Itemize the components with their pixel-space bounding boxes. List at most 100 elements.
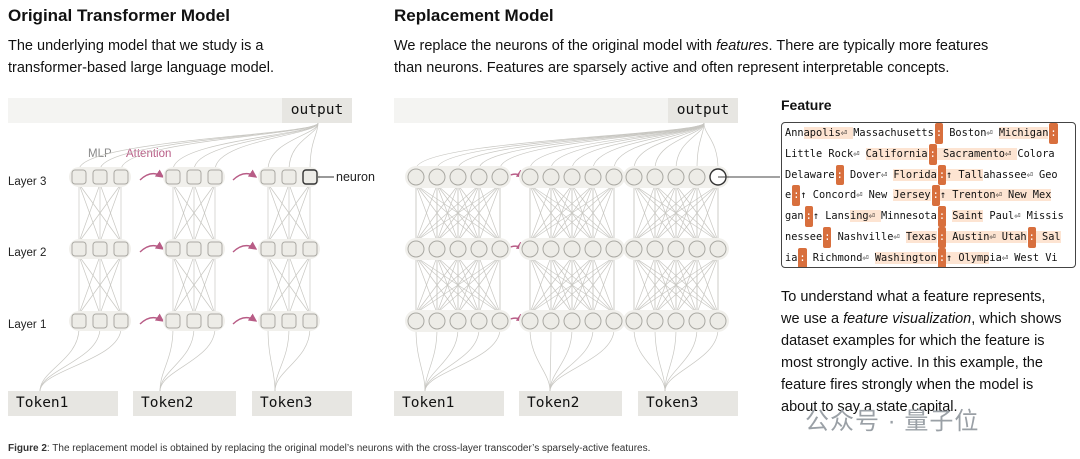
neuron-square: [113, 169, 129, 185]
right-connection: [633, 256, 656, 314]
feature-circle: [470, 240, 488, 258]
neuron-square: [260, 169, 276, 185]
replacement-desc-line2: than neurons. Features are sparsely acti…: [394, 60, 950, 76]
token-text: Minnesota: [881, 210, 937, 223]
right-connection: [529, 256, 594, 314]
feature-circle: [521, 168, 539, 186]
neuron-square: [281, 313, 297, 329]
right-token-connection: [424, 328, 501, 392]
right-connection: [529, 184, 552, 242]
feature-circle: [407, 168, 425, 186]
feature-circle: [407, 240, 425, 258]
right-output-connection: [550, 122, 705, 170]
attention-arrow: [139, 241, 165, 253]
right-output-connection: [703, 122, 719, 170]
caption-text: : The replacement model is obtained by r…: [46, 443, 651, 454]
right-connection: [436, 256, 501, 314]
left-output-box: output: [282, 98, 352, 123]
left-connection: [172, 255, 216, 315]
left-output-connection: [120, 122, 319, 171]
neuron-square: [302, 241, 318, 257]
layer-label-2: Layer 2: [8, 247, 47, 259]
explain-line2-b: , which shows: [971, 311, 1062, 327]
right-connection: [478, 256, 501, 314]
caption-bold: Figure 2: [8, 443, 47, 454]
highlighted-token: Sal: [1035, 230, 1061, 243]
feature-circle: [709, 312, 727, 330]
right-output-connection: [592, 122, 705, 170]
highlighted-token: California: [865, 147, 928, 160]
right-connection: [415, 184, 438, 242]
explain-line1: To understand what a feature represents,: [781, 289, 1046, 305]
activation-marker: :: [937, 164, 947, 186]
token-text: nessee: [785, 230, 823, 243]
neuron-square: [165, 169, 181, 185]
original-model-title: Original Transformer Model: [8, 6, 230, 25]
left-connection: [78, 255, 101, 315]
right-connection: [529, 184, 594, 242]
token-text: Richmond⏎: [806, 251, 875, 264]
replacement-model-desc: We replace the neurons of the original m…: [394, 35, 988, 79]
feature-circle: [625, 312, 643, 330]
right-connection: [633, 184, 656, 242]
token-text: Boston⏎: [943, 127, 999, 139]
right-output-box: output: [668, 98, 738, 123]
left-connections: [39, 122, 319, 392]
right-token-3: Token3: [638, 391, 738, 416]
feature-circle: [688, 312, 706, 330]
token-text: ahassee⏎ Geo: [983, 168, 1058, 181]
right-token-connection: [664, 328, 719, 392]
right-connection: [529, 256, 552, 314]
activation-marker: :: [798, 247, 807, 267]
right-connection: [654, 184, 719, 242]
right-connection: [696, 184, 719, 242]
right-token-connection: [549, 328, 573, 392]
replacement-desc-part-b: . There are typically more features: [768, 38, 989, 54]
feature-circle: [470, 312, 488, 330]
right-connection: [550, 184, 615, 242]
neuron-square: [186, 169, 202, 185]
right-output-connection: [633, 122, 705, 170]
right-connection: [415, 256, 438, 314]
right-output-connection: [675, 122, 705, 170]
neuron-square: [186, 313, 202, 329]
feature-circle: [667, 168, 685, 186]
neuron-square: [165, 313, 181, 329]
right-token-connection: [633, 328, 666, 392]
feature-circle: [688, 240, 706, 258]
feature-example-row: Delaware: Dover⏎ Florida:↑ Tallahassee⏎ …: [782, 164, 1075, 186]
neuron-square: [71, 241, 87, 257]
left-output-connection: [99, 122, 319, 171]
right-token-connection: [415, 328, 426, 392]
replacement-model-title: Replacement Model: [394, 6, 554, 25]
feature-circle: [521, 312, 539, 330]
watermark: 公众号 · 量子位: [805, 408, 980, 435]
activation-marker: :: [937, 206, 947, 227]
feature-circle: [646, 168, 664, 186]
explain-line2-a: we use a: [781, 311, 844, 327]
activation-marker: :: [928, 143, 937, 165]
activation-marker: :: [1027, 226, 1036, 248]
neuron-square: [113, 313, 129, 329]
figure-caption: Figure 2: The replacement model is obtai…: [8, 443, 650, 454]
neuron-square: [302, 313, 318, 329]
token-text: e: [785, 189, 792, 202]
neuron-square: [281, 241, 297, 257]
feature-circle: [449, 168, 467, 186]
left-token-3: Token3: [252, 391, 352, 416]
token-text: ↑ Concord⏎ New: [800, 189, 894, 202]
explain-line2-em: feature visualization: [843, 311, 972, 327]
token-text: gan: [785, 210, 804, 223]
replacement-desc-part-a: We replace the neurons of the original m…: [394, 38, 717, 54]
right-connection: [478, 184, 501, 242]
activation-marker: :: [804, 206, 813, 227]
activation-marker: :: [792, 185, 801, 207]
left-token-connection: [39, 327, 122, 392]
attention-arrow: [139, 169, 165, 181]
right-output-connection: [571, 122, 705, 170]
highlighted-token: Michigan: [998, 127, 1049, 139]
highlighted-token: ↑ Tall: [946, 168, 984, 181]
attention-arrow: [232, 313, 258, 325]
highlighted-token: Texas: [905, 230, 937, 243]
token-text: Ann: [785, 127, 804, 139]
